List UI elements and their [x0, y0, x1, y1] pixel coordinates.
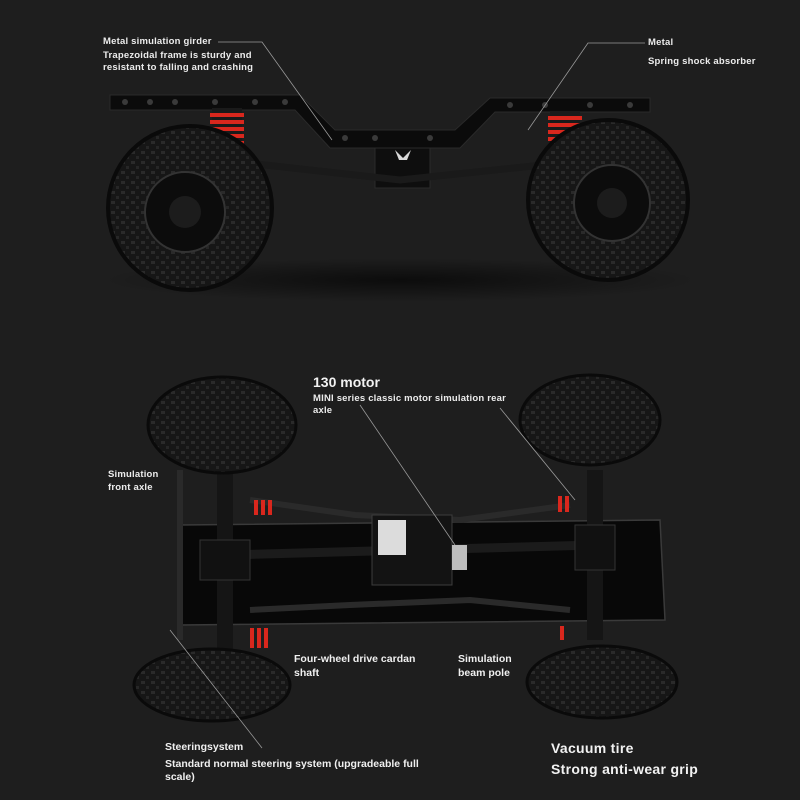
beam-line2: beam pole	[458, 667, 510, 679]
cardan-line2: shaft	[294, 667, 320, 679]
girder-desc-line1: Trapezoidal frame is sturdy and	[103, 50, 252, 61]
front-right-wheel	[132, 647, 292, 723]
motor-title: 130 motor	[313, 374, 380, 390]
rear-wheel	[526, 118, 690, 282]
top-view-chassis	[132, 373, 679, 749]
side-view-chassis	[100, 41, 700, 302]
front-wheel	[106, 124, 274, 292]
steering-desc-line2: scale)	[165, 771, 195, 783]
girder-desc-line2: resistant to falling and crashing	[103, 62, 254, 73]
motor-desc-line1: MINI series classic motor simulation rea…	[313, 393, 506, 404]
motor-desc-line2: axle	[313, 405, 333, 416]
front-axle-line2: front axle	[108, 482, 153, 493]
steering-title: Steeringsystem	[165, 741, 244, 753]
tire-title: Vacuum tire	[551, 740, 634, 756]
front-axle-line1: Simulation	[108, 469, 159, 480]
tire-desc: Strong anti-wear grip	[551, 761, 699, 777]
rear-right-wheel	[525, 644, 679, 720]
front-left-wheel	[146, 375, 298, 475]
beam-line1: Simulation	[458, 653, 512, 665]
metal-title: Metal	[648, 37, 674, 48]
metal-desc: Spring shock absorber	[648, 56, 756, 67]
cardan-line1: Four-wheel drive cardan	[294, 653, 416, 665]
rear-left-wheel	[518, 373, 662, 467]
girder-title: Metal simulation girder	[103, 36, 212, 47]
steering-desc-line1: Standard normal steering system (upgrade…	[165, 758, 419, 770]
motor	[371, 514, 467, 586]
